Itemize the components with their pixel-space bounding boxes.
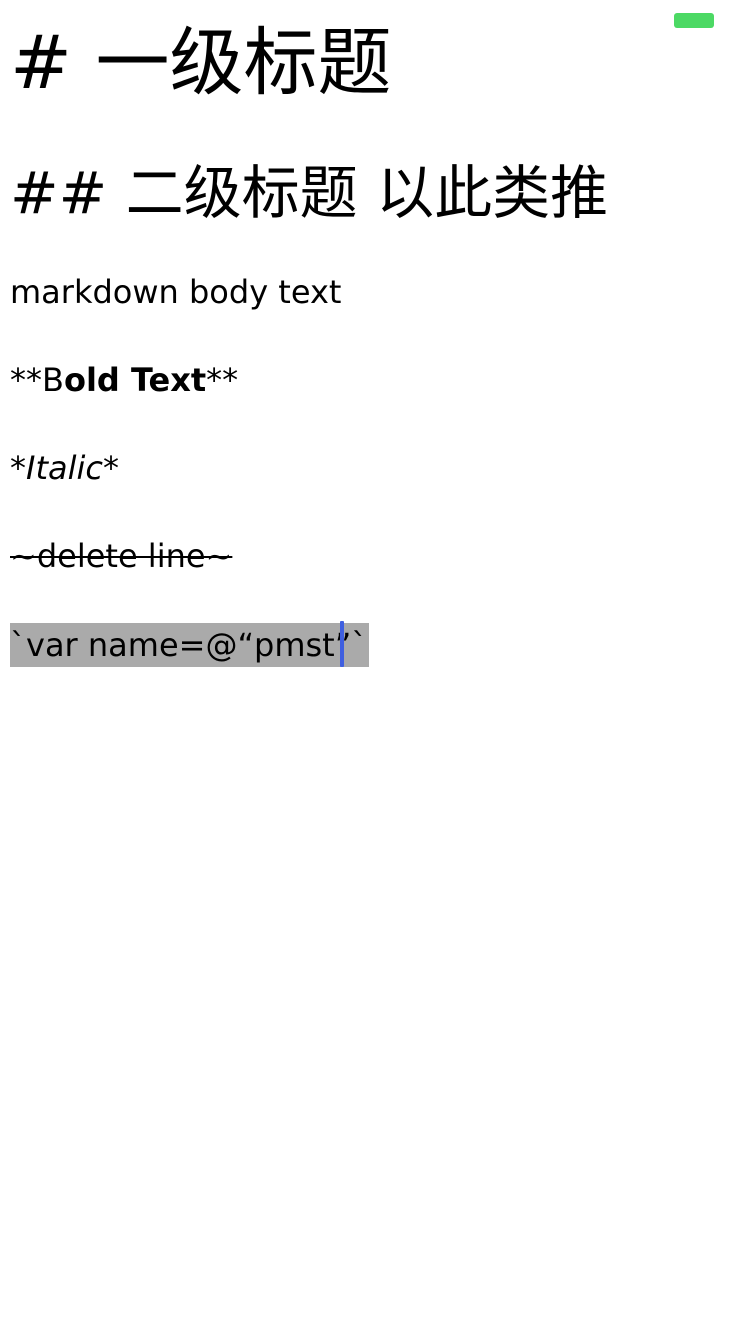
text-cursor	[340, 621, 344, 667]
italic-text-line[interactable]: *Italic*	[10, 449, 119, 487]
bold-text-line[interactable]: **Bold Text**	[10, 360, 238, 400]
heading-2-line[interactable]: ## 二级标题 以此类推	[10, 159, 609, 227]
bold-open-marker: **B	[10, 361, 64, 399]
bold-text: old Text	[63, 361, 207, 399]
inline-code-line[interactable]: `var name=@“pmst”`	[10, 623, 370, 667]
body-text-line[interactable]: markdown body text	[10, 273, 342, 311]
heading-1-line[interactable]: # 一级标题	[10, 20, 392, 106]
bold-close-marker: **	[206, 361, 239, 399]
strikethrough-text-line[interactable]: ~delete line~	[10, 537, 233, 575]
battery-icon	[674, 13, 714, 28]
